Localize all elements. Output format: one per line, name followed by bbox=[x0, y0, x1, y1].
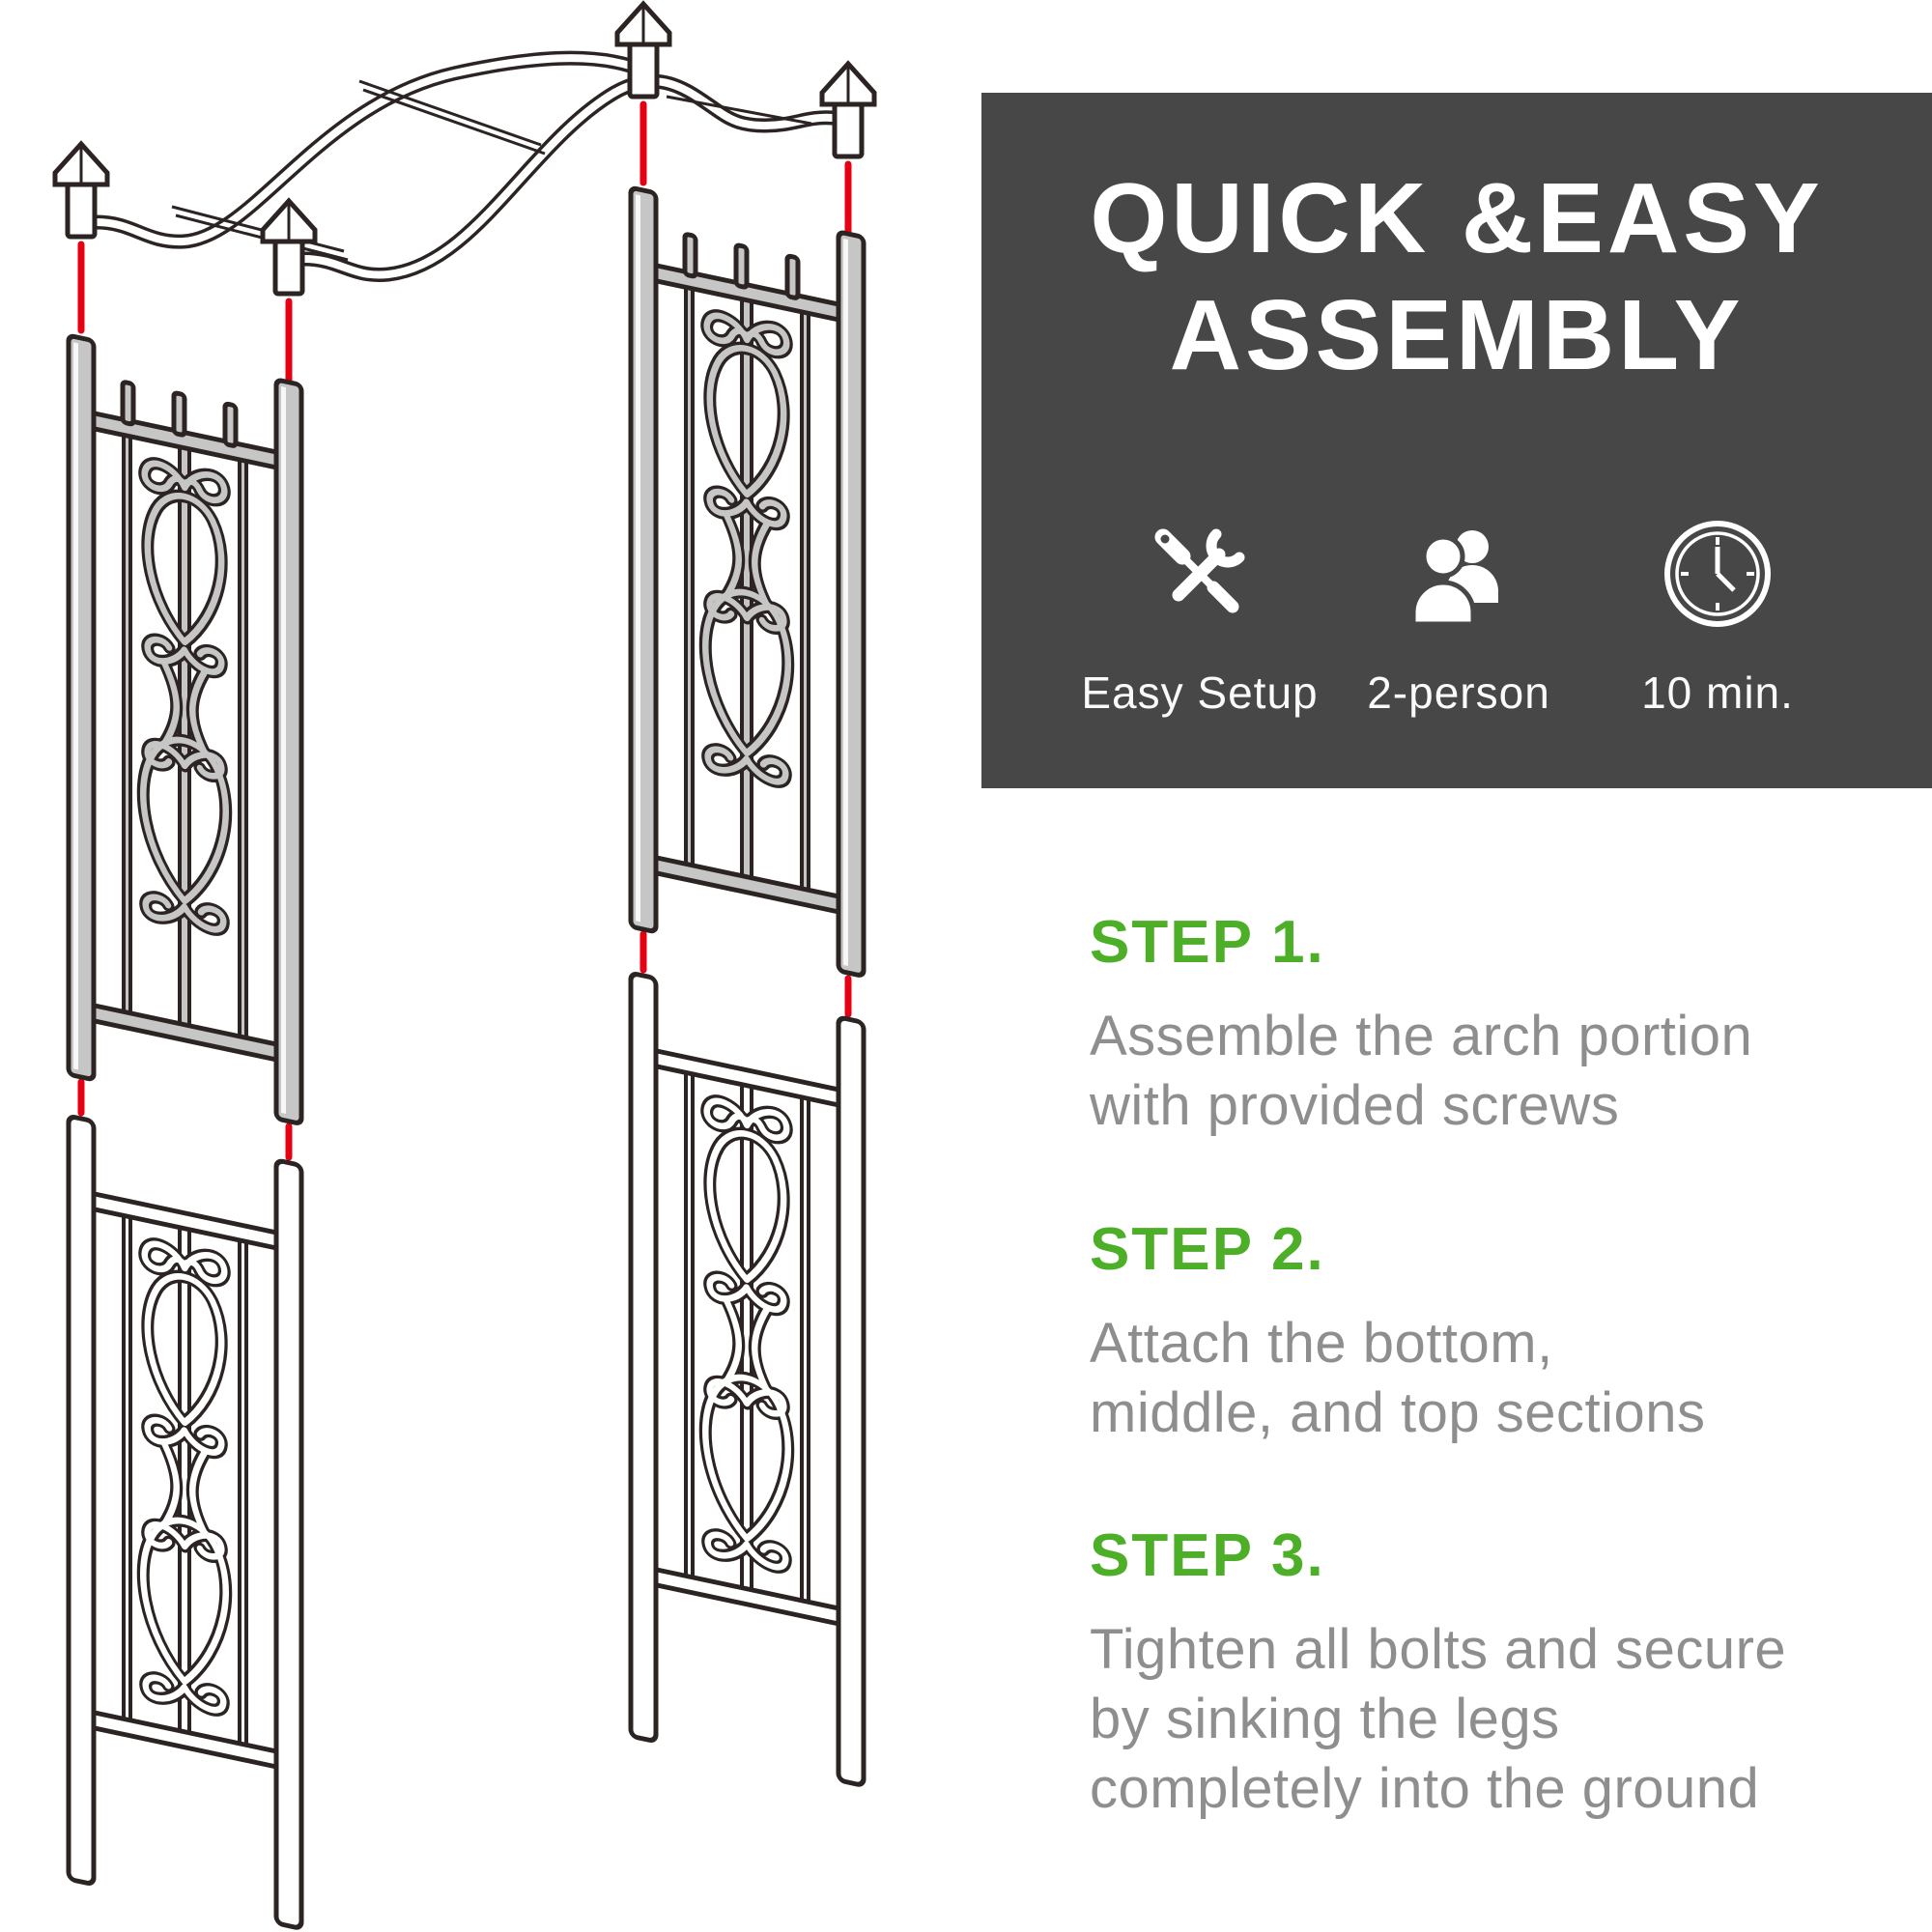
feature-label: 2-person bbox=[1367, 668, 1550, 718]
right-bottom-panel bbox=[631, 973, 864, 1785]
feature-label: 10 min. bbox=[1641, 668, 1794, 718]
step-2-heading: STEP 2. bbox=[1090, 1216, 1325, 1283]
step-2-body: Attach the bottom, middle, and top secti… bbox=[1090, 1312, 1706, 1444]
feature-label: Easy Setup bbox=[1081, 668, 1319, 718]
step-1-body: Assemble the arch portion with provided … bbox=[1090, 1005, 1753, 1137]
panel-title-line1: QUICK &EASY bbox=[1090, 162, 1824, 273]
right-middle-panel bbox=[631, 187, 864, 976]
left-bottom-panel bbox=[69, 1116, 301, 1928]
step-3: STEP 3. Tighten all bolts and secure by … bbox=[1090, 1521, 1932, 1824]
arch-exploded-diagram bbox=[0, 0, 966, 1932]
arch-top-section bbox=[55, 4, 874, 294]
step-1: STEP 1. Assemble the arch portion with p… bbox=[1090, 908, 1932, 1141]
people-icon bbox=[1410, 530, 1498, 627]
clock-icon bbox=[1664, 521, 1771, 627]
feature-two-person: 2-person bbox=[1333, 516, 1584, 719]
red-connector-lines bbox=[77, 100, 852, 1161]
tools-icon bbox=[1154, 528, 1245, 613]
panel-title: QUICK &EASY ASSEMBLY bbox=[981, 93, 1932, 393]
step-3-heading: STEP 3. bbox=[1090, 1522, 1325, 1589]
step-1-heading: STEP 1. bbox=[1090, 909, 1325, 976]
feature-easy-setup: Easy Setup bbox=[1074, 516, 1325, 719]
feature-ten-minutes: 10 min. bbox=[1592, 516, 1843, 719]
finial-front-right bbox=[822, 64, 874, 156]
info-panel: QUICK &EASY ASSEMBLY Easy Setup bbox=[981, 93, 1932, 788]
left-middle-panel bbox=[69, 335, 301, 1123]
step-2: STEP 2. Attach the bottom, middle, and t… bbox=[1090, 1215, 1932, 1448]
panel-title-line2: ASSEMBLY bbox=[1169, 278, 1745, 390]
finial-front-left bbox=[263, 201, 315, 294]
step-3-body: Tighten all bolts and secure by sinking … bbox=[1090, 1618, 1787, 1820]
feature-row: Easy Setup 2-person bbox=[981, 516, 1932, 719]
